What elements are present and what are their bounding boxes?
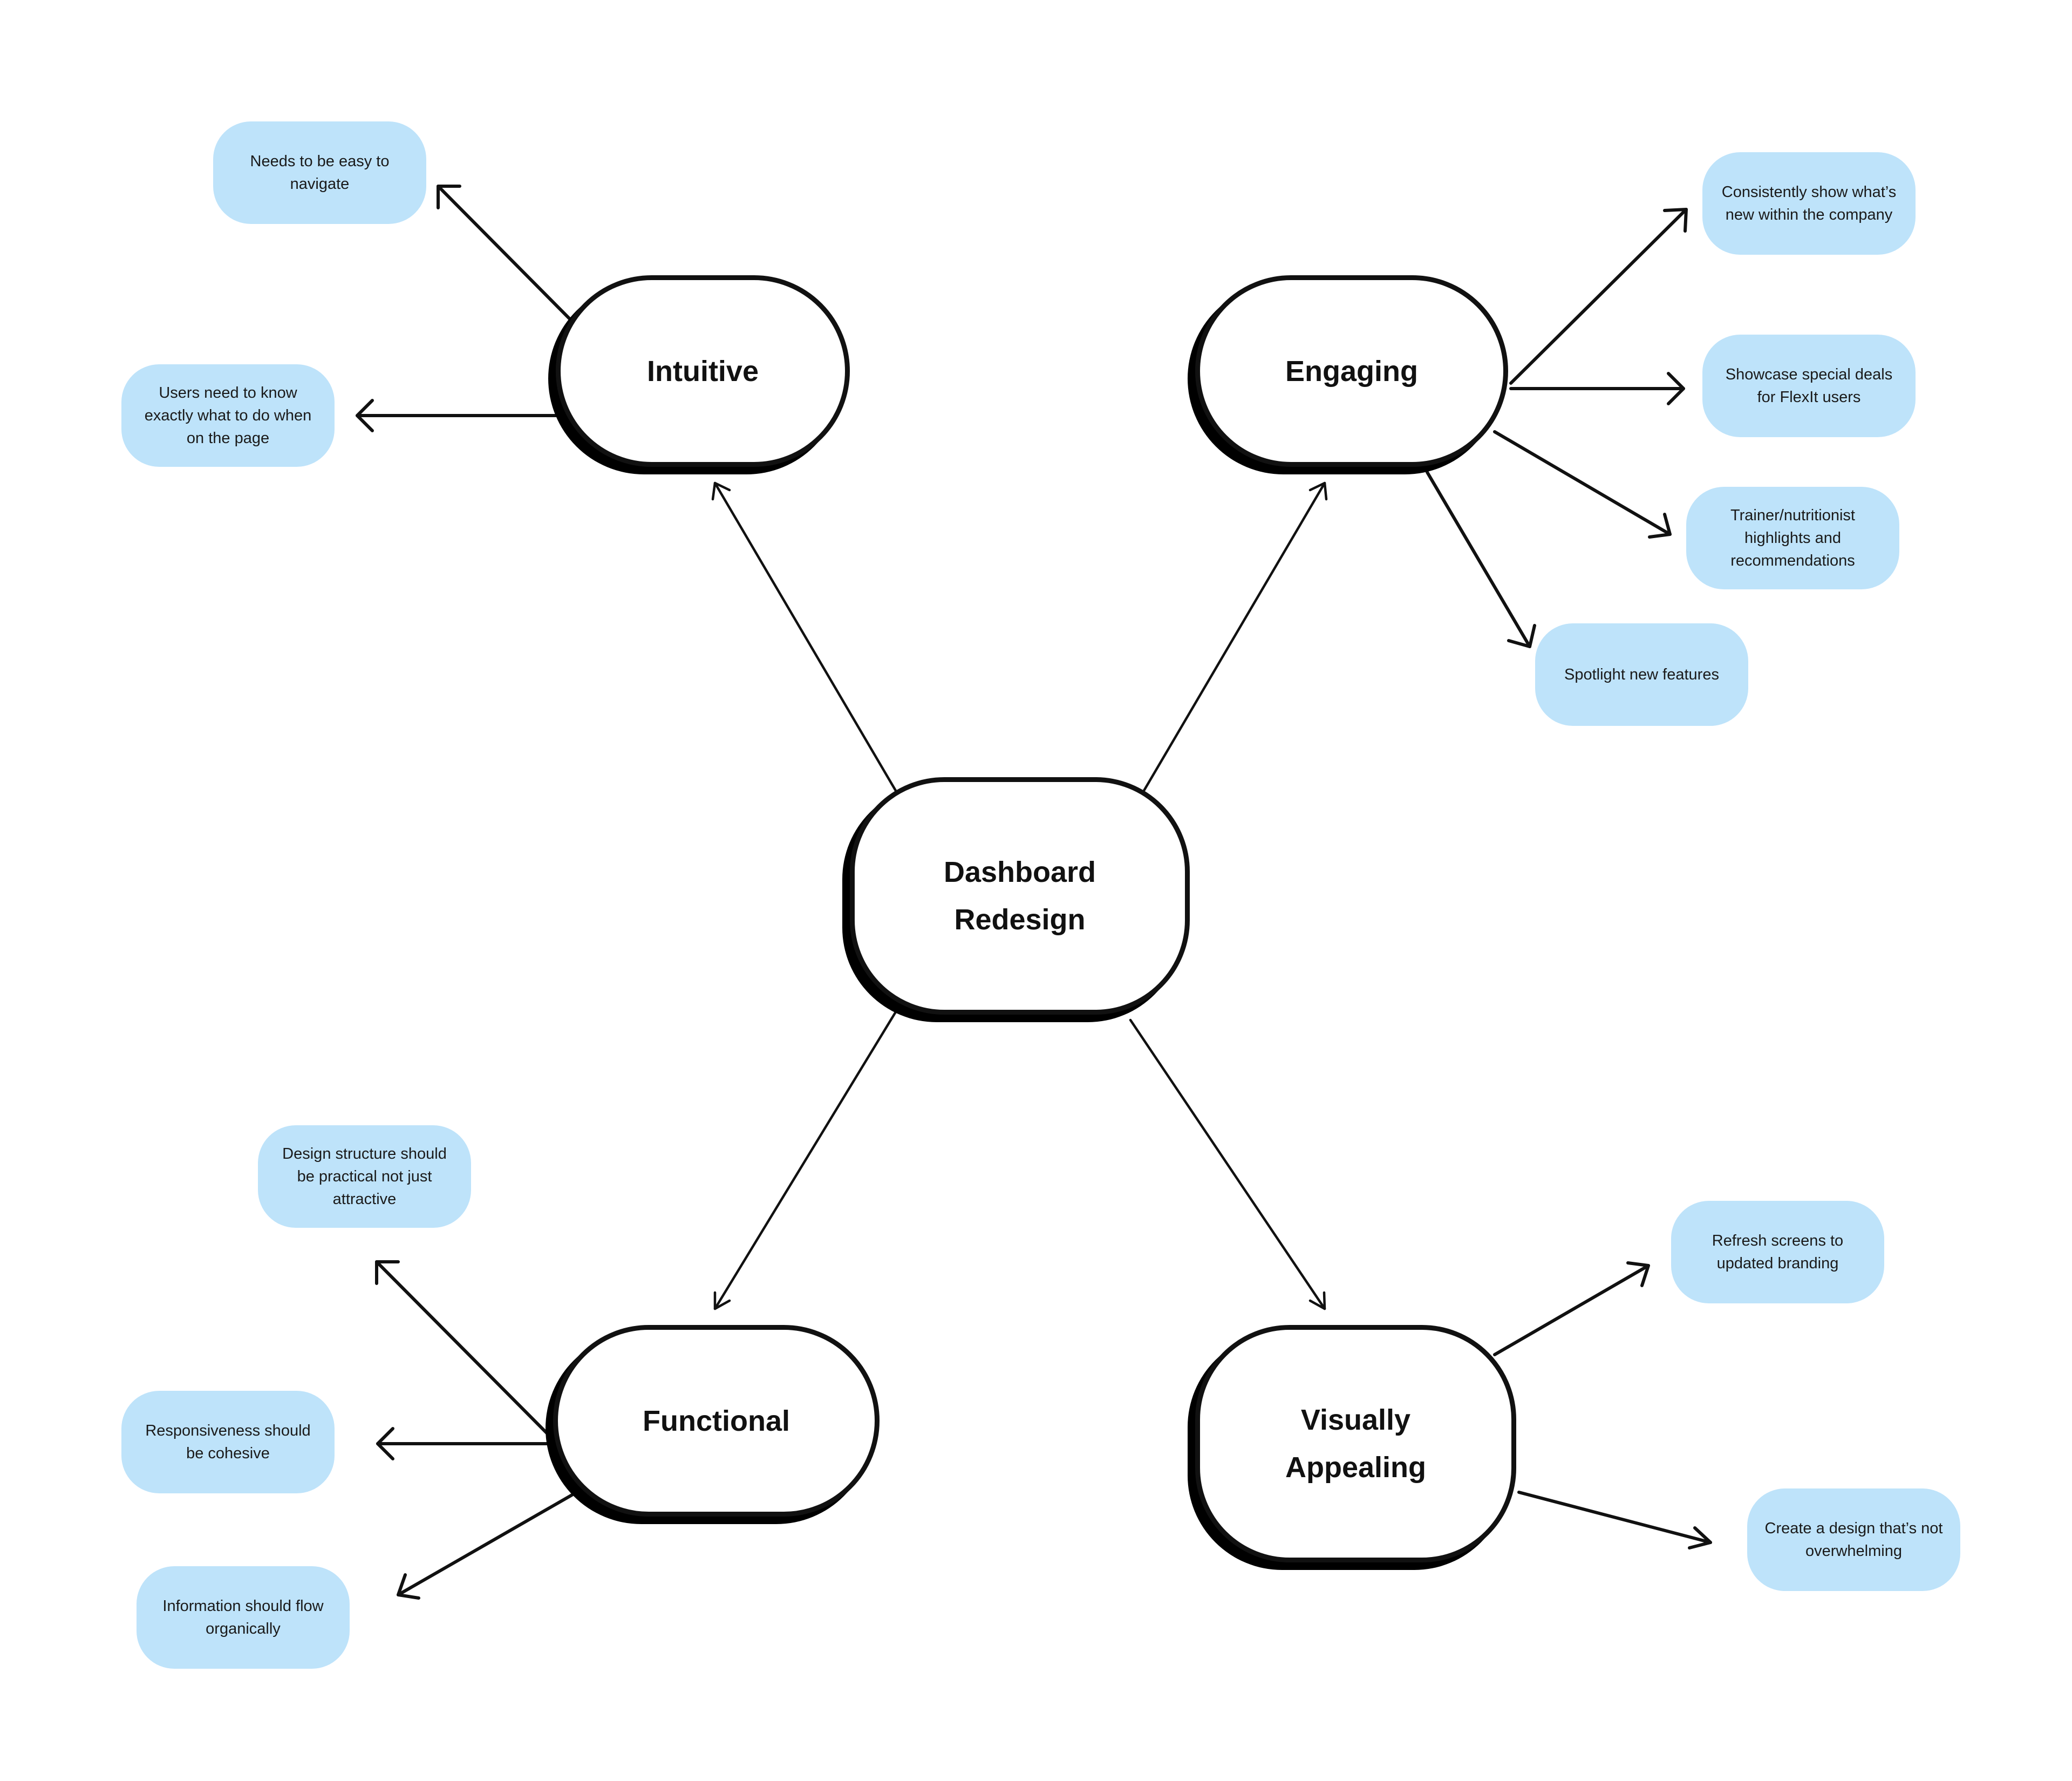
note-text: Spotlight new features	[1564, 666, 1719, 683]
note-functional-3: Information should flow organically	[137, 1566, 350, 1669]
note-text: Showcase special deals for FlexIt users	[1725, 366, 1893, 406]
note-engaging-1: Consistently show what’s new within the …	[1702, 152, 1916, 255]
engaging-to-note-3-arrow	[1493, 430, 1672, 539]
note-text: Responsiveness should be cohesive	[145, 1422, 311, 1462]
note-engaging-2: Showcase special deals for FlexIt users	[1702, 335, 1916, 437]
branch-node-visually-appealing[interactable]: Visually Appealing	[1195, 1325, 1516, 1562]
note-text: Refresh screens to updated branding	[1712, 1232, 1844, 1272]
engaging-to-note-1-arrow	[1509, 208, 1688, 385]
branch-label-intuitive: Intuitive	[646, 355, 759, 388]
note-visually-appealing-1: Refresh screens to updated branding	[1671, 1201, 1884, 1303]
note-functional-2: Responsiveness should be cohesive	[121, 1391, 335, 1493]
note-text: Needs to be easy to navigate	[250, 153, 390, 193]
note-text: Design structure should be practical not…	[282, 1145, 447, 1208]
note-engaging-4: Spotlight new features	[1535, 623, 1748, 726]
branch-node-functional[interactable]: Functional	[553, 1325, 880, 1517]
note-text: Users need to know exactly what to do wh…	[144, 384, 312, 447]
note-intuitive-1: Needs to be easy to navigate	[213, 121, 426, 224]
intuitive-to-note-2-arrow	[356, 399, 560, 432]
engaging-to-note-4-arrow	[1426, 471, 1536, 648]
note-text: Trainer/nutritionist highlights and reco…	[1730, 507, 1855, 569]
branch-label-functional: Functional	[643, 1404, 790, 1437]
engaging-to-note-2-arrow	[1509, 372, 1685, 405]
note-text: Create a design that’s not overwhelming	[1764, 1520, 1943, 1560]
functional-to-note-3-arrow	[397, 1493, 574, 1600]
note-engaging-3: Trainer/nutritionist highlights and reco…	[1686, 487, 1899, 589]
branch-label-engaging: Engaging	[1285, 355, 1418, 388]
central-topic-label: Dashboard Redesign	[943, 856, 1096, 936]
visually-appealing-to-note-2-arrow	[1517, 1491, 1712, 1549]
branch-node-intuitive[interactable]: Intuitive	[556, 275, 850, 467]
central-topic-node[interactable]: Dashboard Redesign	[850, 777, 1190, 1015]
center-to-functional-arrow	[713, 1010, 897, 1310]
note-text: Information should flow organically	[162, 1598, 324, 1637]
note-intuitive-2: Users need to know exactly what to do wh…	[121, 364, 335, 467]
functional-to-note-2-arrow	[376, 1427, 551, 1460]
branch-node-engaging[interactable]: Engaging	[1195, 275, 1508, 467]
note-visually-appealing-2: Create a design that’s not overwhelming	[1747, 1488, 1960, 1591]
intuitive-to-note-1-arrow	[437, 185, 571, 320]
functional-to-note-1-arrow	[375, 1260, 551, 1437]
visually-appealing-to-note-1-arrow	[1493, 1261, 1650, 1356]
center-to-engaging-arrow	[1142, 481, 1328, 792]
center-to-visually-appealing-arrow	[1129, 1018, 1326, 1310]
note-functional-1: Design structure should be practical not…	[258, 1125, 471, 1228]
note-text: Consistently show what’s new within the …	[1721, 183, 1897, 223]
branch-label-visually-appealing: Visually Appealing	[1285, 1404, 1426, 1484]
center-to-intuitive-arrow	[711, 481, 897, 792]
